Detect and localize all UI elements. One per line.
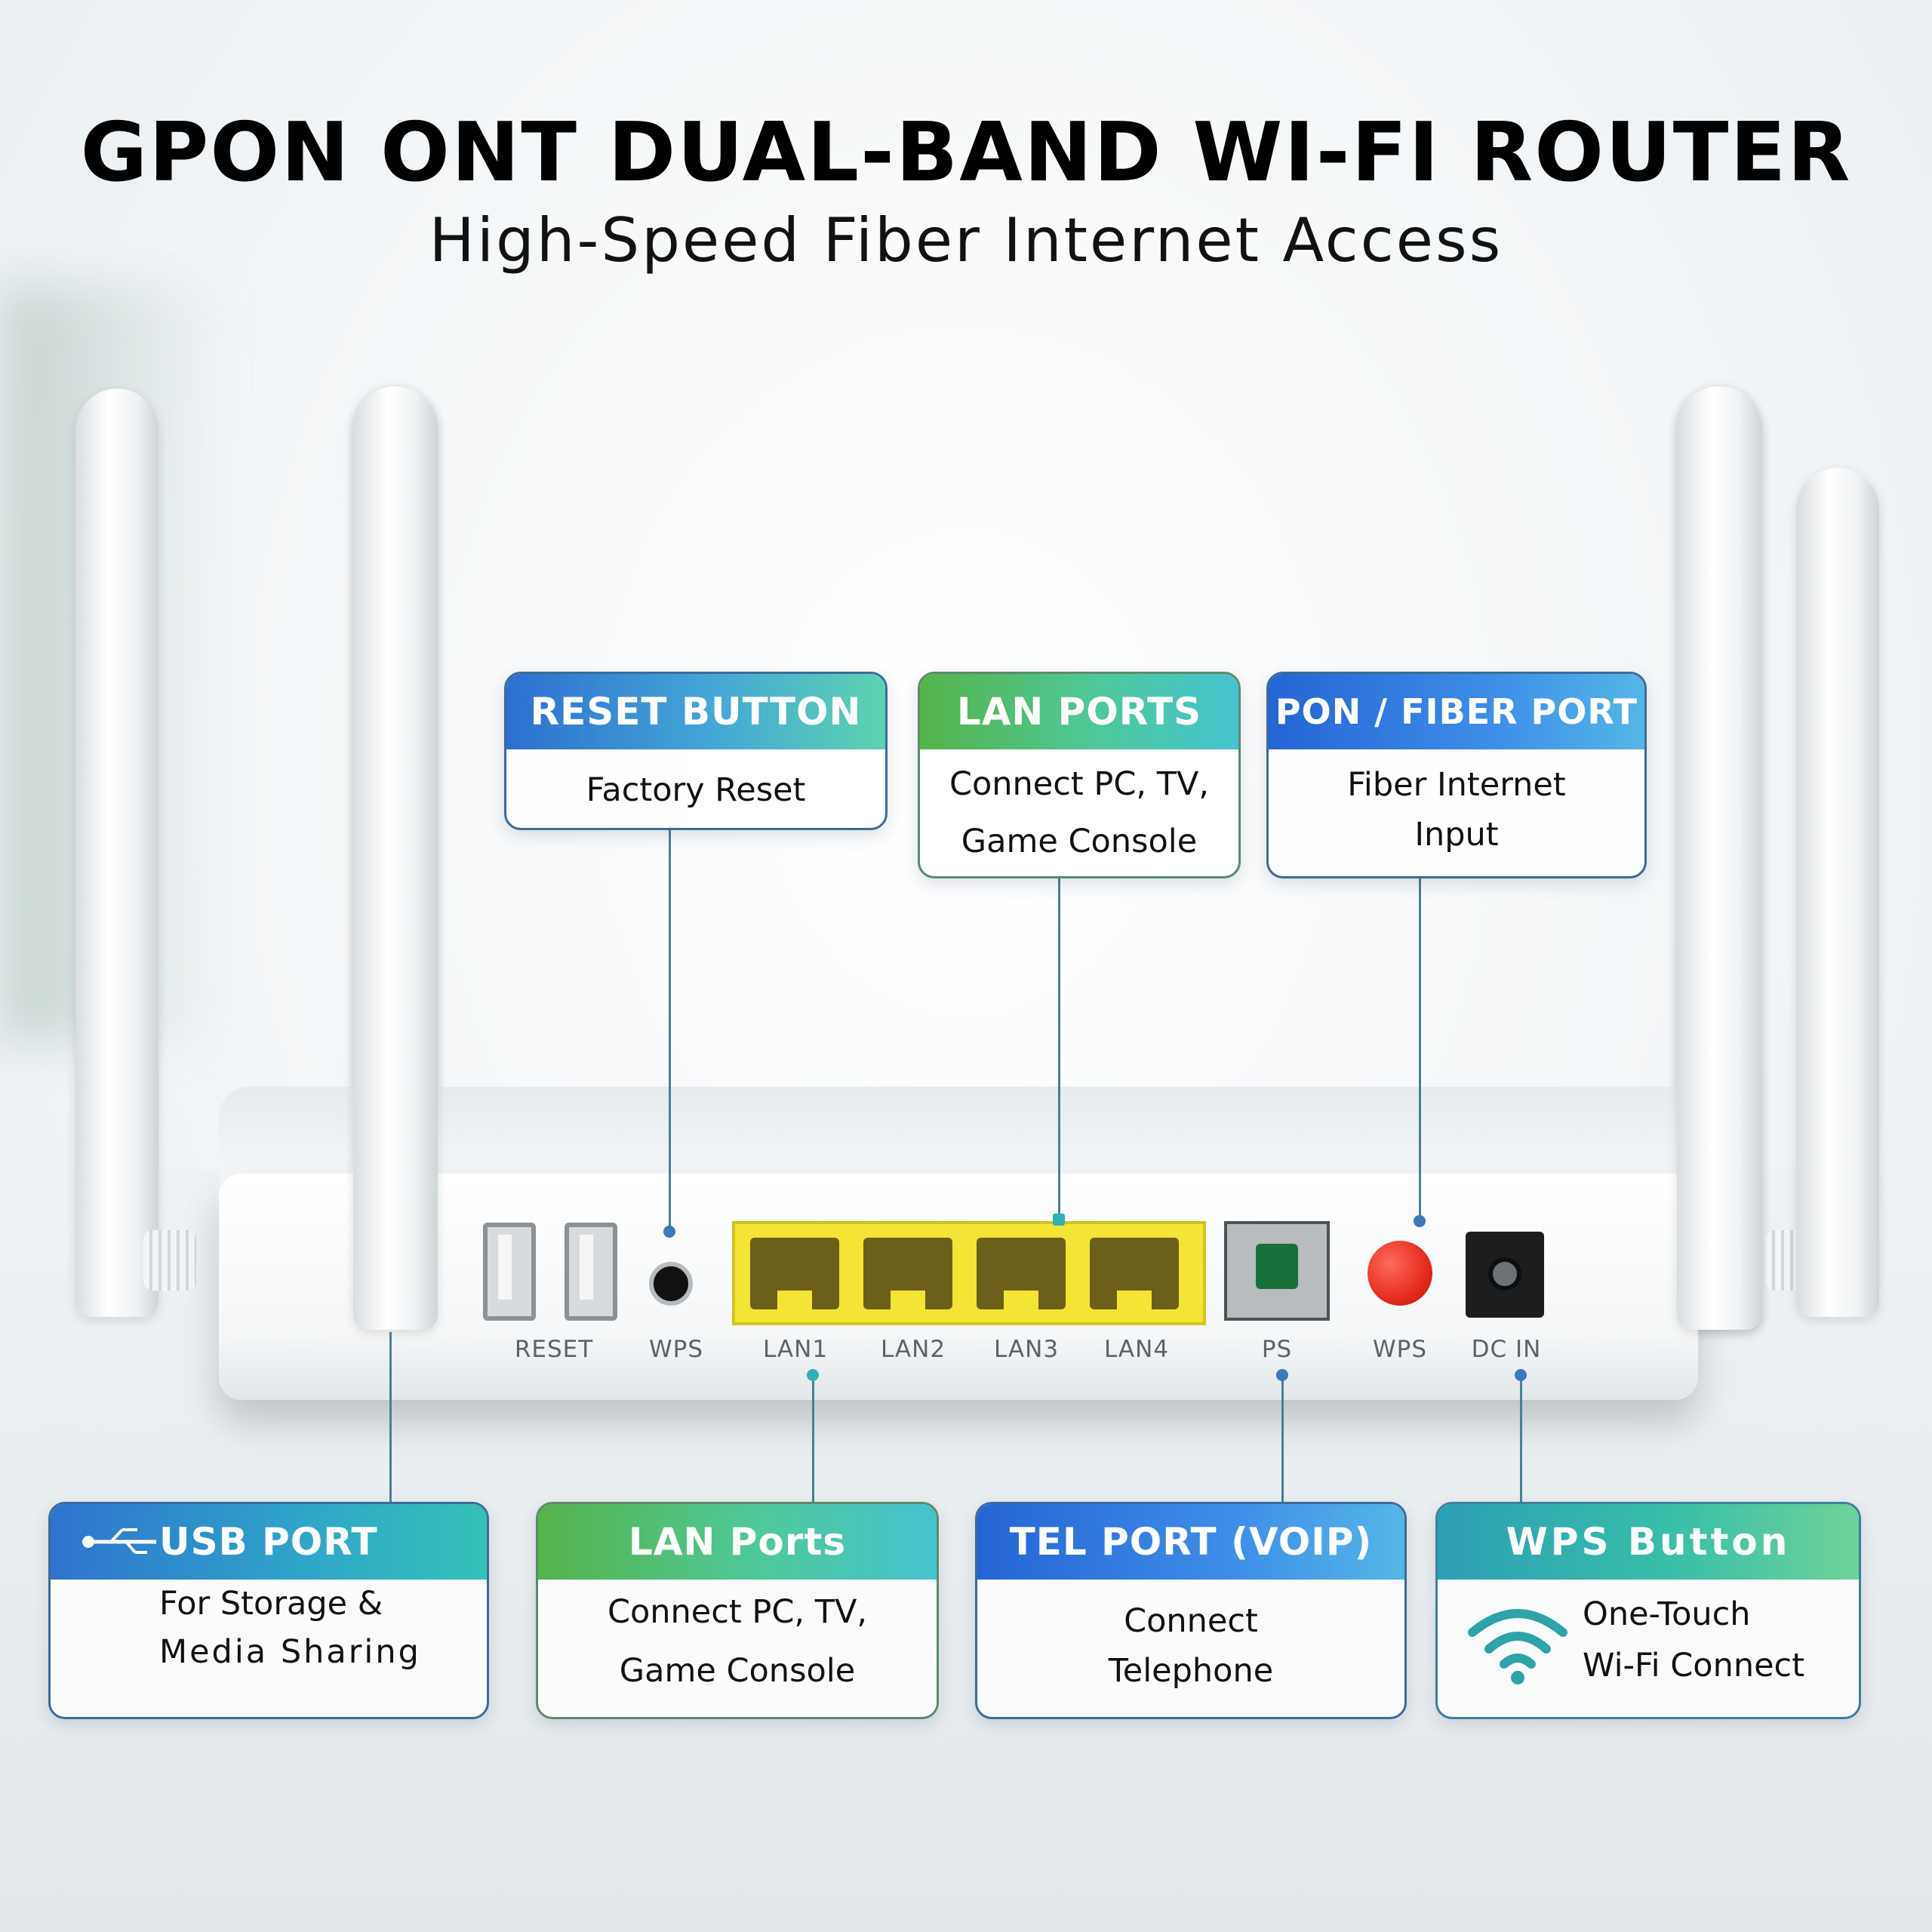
connector-pon bbox=[1419, 875, 1421, 1215]
callout-usb-port: USB PORT For Storage & Media Sharing bbox=[48, 1502, 489, 1719]
callout-lan-bottom-title: LAN Ports bbox=[538, 1504, 937, 1580]
reset-button[interactable] bbox=[649, 1262, 693, 1306]
connector-wps bbox=[1520, 1374, 1522, 1506]
antenna-joint-left bbox=[143, 1230, 196, 1291]
port-label-lan4: LAN4 bbox=[1103, 1336, 1170, 1363]
callout-tel-port: TEL PORT (VOIP) Connect Telephone bbox=[975, 1502, 1407, 1719]
dc-in-port[interactable] bbox=[1466, 1232, 1544, 1318]
usb-port-1[interactable] bbox=[483, 1223, 536, 1321]
port-label-lan1: LAN1 bbox=[762, 1336, 829, 1363]
connector-lan-bottom bbox=[812, 1374, 814, 1506]
connector-dot-lan-top bbox=[1053, 1214, 1065, 1226]
connector-lan-top bbox=[1058, 875, 1060, 1215]
callout-pon-title: PON / FIBER PORT bbox=[1269, 674, 1644, 749]
callout-lan-top-title: LAN PORTS bbox=[920, 674, 1238, 749]
callout-pon-line-2: Input bbox=[1414, 816, 1499, 854]
connector-dot-reset bbox=[663, 1226, 675, 1238]
callout-lan-bottom-line-2: Game Console bbox=[619, 1652, 856, 1690]
port-label-wps-right: WPS bbox=[1372, 1336, 1428, 1363]
connector-reset bbox=[669, 826, 671, 1226]
callout-usb-line-2: Media Sharing bbox=[159, 1633, 421, 1671]
callout-lan-top-line-1: Connect PC, TV, bbox=[949, 765, 1210, 803]
port-label-ps: PS bbox=[1261, 1336, 1293, 1363]
usb-port-2[interactable] bbox=[565, 1223, 617, 1321]
page-title: GPON ONT DUAL-BAND WI-FI ROUTER bbox=[80, 106, 1852, 200]
port-label-dc-in: DC IN bbox=[1471, 1336, 1542, 1363]
callout-pon-line-1: Fiber Internet bbox=[1347, 766, 1566, 804]
port-label-lan3: LAN3 bbox=[993, 1336, 1060, 1363]
callout-tel-title: TEL PORT (VOIP) bbox=[977, 1504, 1404, 1580]
antenna-far-right bbox=[1796, 468, 1879, 1317]
callout-tel-line-1: Connect bbox=[1124, 1602, 1258, 1640]
antenna-far-left bbox=[75, 389, 158, 1317]
connector-dot-tel bbox=[1276, 1369, 1288, 1381]
connector-usb bbox=[389, 1332, 392, 1506]
connector-dot-lan-bottom bbox=[807, 1369, 819, 1381]
connector-dot-pon bbox=[1414, 1215, 1426, 1227]
callout-wps-button: WPS Button One-Touch Wi-Fi Connect bbox=[1435, 1502, 1861, 1719]
callout-tel-line-2: Telephone bbox=[1108, 1652, 1274, 1690]
lan-port-2[interactable] bbox=[863, 1238, 952, 1309]
lan-port-3[interactable] bbox=[977, 1238, 1066, 1309]
usb-icon bbox=[82, 1528, 156, 1554]
connector-dot-wps bbox=[1515, 1369, 1527, 1381]
callout-lan-ports-top: LAN PORTS Connect PC, TV, Game Console bbox=[918, 672, 1241, 878]
lan-port-1[interactable] bbox=[750, 1238, 839, 1309]
tel-port[interactable] bbox=[1224, 1221, 1330, 1321]
callout-lan-bottom-line-1: Connect PC, TV, bbox=[607, 1593, 868, 1631]
lan-port-block bbox=[732, 1221, 1206, 1325]
callout-reset-line-1: Factory Reset bbox=[586, 771, 806, 809]
callout-wps-title: WPS Button bbox=[1438, 1504, 1859, 1580]
port-label-reset: RESET bbox=[514, 1336, 594, 1363]
callout-reset-button: RESET BUTTON Factory Reset bbox=[504, 672, 888, 830]
connector-tel bbox=[1281, 1374, 1284, 1506]
callout-lan-ports-bottom: LAN Ports Connect PC, TV, Game Console bbox=[536, 1502, 939, 1719]
callout-pon-fiber-port: PON / FIBER PORT Fiber Internet Input bbox=[1266, 672, 1647, 878]
antenna-near-left-front bbox=[353, 386, 438, 1330]
callout-wps-line-1: One-Touch bbox=[1583, 1595, 1751, 1633]
callout-wps-line-2: Wi-Fi Connect bbox=[1583, 1647, 1805, 1684]
callout-reset-title: RESET BUTTON bbox=[506, 674, 885, 749]
callout-usb-title: USB PORT bbox=[159, 1520, 378, 1564]
callout-lan-top-line-2: Game Console bbox=[961, 823, 1198, 860]
lan-port-4[interactable] bbox=[1090, 1238, 1179, 1309]
wifi-icon bbox=[1468, 1609, 1567, 1684]
port-label-wps-left: WPS bbox=[648, 1336, 704, 1363]
page-subtitle: High-Speed Fiber Internet Access bbox=[429, 205, 1503, 275]
callout-usb-line-1: For Storage & bbox=[159, 1585, 383, 1623]
wps-button[interactable] bbox=[1367, 1241, 1432, 1306]
port-label-lan2: LAN2 bbox=[880, 1336, 946, 1363]
antenna-near-right-front bbox=[1677, 386, 1761, 1330]
